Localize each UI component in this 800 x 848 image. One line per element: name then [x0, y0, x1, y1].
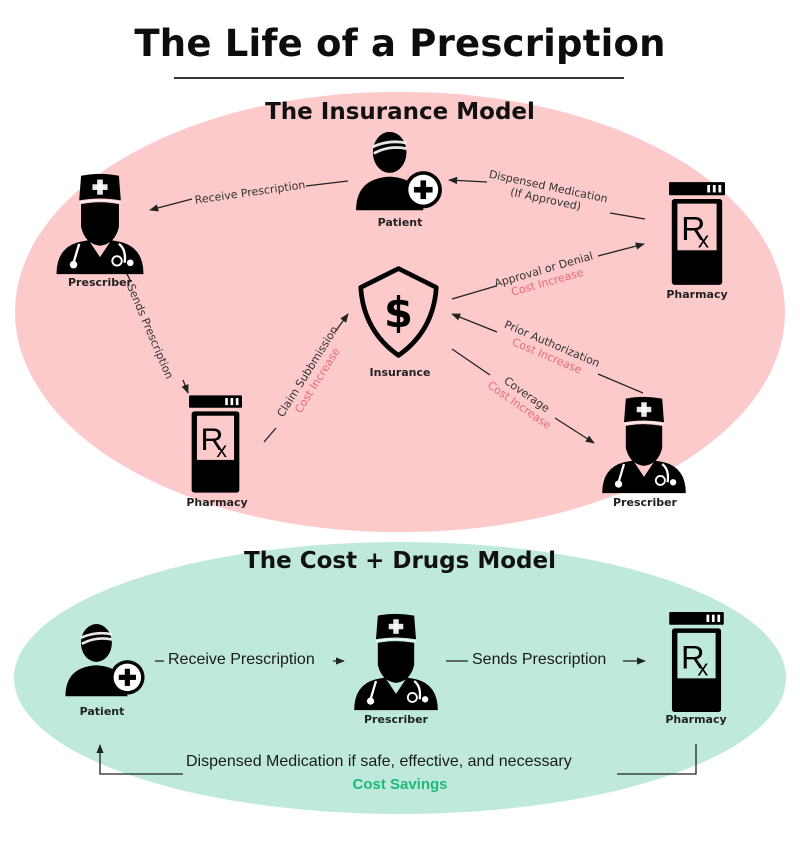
arrow-claim-start [263, 427, 277, 443]
arrow-claim-end [334, 313, 349, 333]
rx-bottle-icon [189, 394, 242, 494]
arrow-prior-auth-end [451, 313, 498, 333]
rx-bottle-icon [669, 612, 724, 712]
pharmacy-bottom-label: Pharmacy [186, 496, 248, 509]
cd-pharmacy-label: Pharmacy [665, 713, 727, 726]
arrow-dispensed-left [448, 176, 488, 185]
page-title: The Life of a Prescription [134, 22, 666, 65]
cd-arrow-dispensed-end [96, 744, 183, 775]
arrow-coverage-end [554, 417, 595, 444]
title-divider [174, 77, 624, 79]
arrow-approval-start [451, 285, 497, 300]
prescriber-top-label: Prescriber [68, 276, 132, 289]
insurance-model-title: The Insurance Model [265, 99, 535, 125]
patient-icon [62, 620, 148, 702]
rx-bottle-icon [669, 182, 725, 285]
shield-dollar-icon [356, 264, 441, 360]
arrow-receive-prescription-left [149, 198, 193, 212]
patient-label: Patient [377, 216, 423, 229]
arrow-sends-end [181, 379, 189, 394]
arrow-dispensed-right [609, 212, 646, 220]
arrow-receive-prescription-right [305, 180, 349, 187]
cost-savings-label: Cost Savings [352, 776, 448, 793]
cd-sends-prescription: Sends Prescription [472, 651, 607, 668]
cd-dispensed-medication: Dispensed Medication if safe, effective,… [186, 753, 572, 770]
arrow-approval-end [597, 242, 645, 257]
prescriber-icon [52, 172, 148, 276]
cd-receive-prescription: Receive Prescription [168, 651, 315, 668]
cd-arrow-dispensed-start [617, 744, 697, 775]
prescriber-bottom-label: Prescriber [613, 496, 677, 509]
prescriber-icon [348, 612, 444, 712]
insurance-label: Insurance [369, 366, 431, 379]
cd-prescriber-label: Prescriber [364, 713, 428, 726]
arrow-prior-auth-start [597, 373, 644, 394]
patient-icon [352, 130, 446, 214]
cost-drugs-model-title: The Cost + Drugs Model [244, 548, 556, 574]
pharmacy-right-label: Pharmacy [666, 288, 728, 301]
arrow-coverage-start [451, 348, 491, 376]
cd-patient-label: Patient [79, 705, 125, 718]
prescriber-icon [596, 395, 692, 495]
